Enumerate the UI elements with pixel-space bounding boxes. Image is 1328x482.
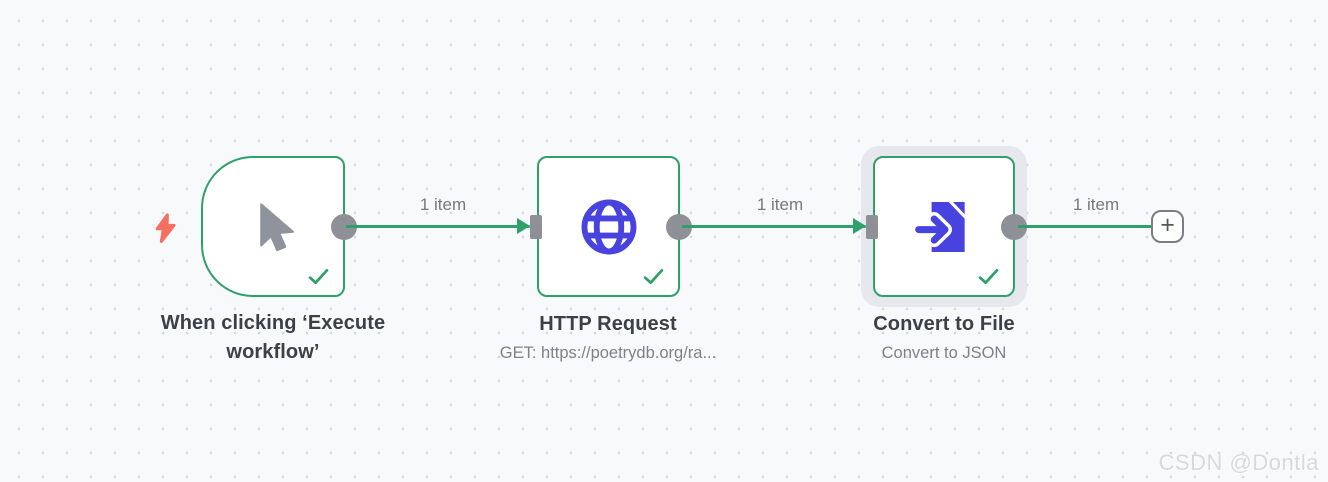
node-caption: When clicking ‘Execute workflow’ <box>138 309 408 368</box>
add-node-button[interactable]: + <box>1151 210 1184 243</box>
connection-items-label: 1 item <box>419 195 467 214</box>
lightning-bolt-icon <box>155 213 176 243</box>
input-port[interactable] <box>530 215 542 239</box>
connection-items-label: 1 item <box>1072 195 1120 214</box>
input-port[interactable] <box>866 215 878 239</box>
connection-wire[interactable] <box>1018 225 1152 228</box>
node-caption: Convert to File Convert to JSON <box>784 310 1104 363</box>
connection-items-label: 1 item <box>756 195 804 214</box>
node-convert-to-file[interactable] <box>873 156 1027 297</box>
globe-icon <box>581 199 636 254</box>
connection-arrowhead-icon <box>853 218 866 234</box>
node-caption: HTTP Request GET: https://poetrydb.org/r… <box>448 310 768 363</box>
node-title: When clicking ‘Execute workflow’ <box>160 312 386 364</box>
watermark: CSDN @Dontla <box>1158 450 1319 475</box>
node-http-request[interactable] <box>537 156 692 297</box>
node-manual-trigger[interactable] <box>201 156 357 297</box>
connection-arrowhead-icon <box>517 218 530 234</box>
node-title: Convert to File <box>873 313 1015 335</box>
success-check-icon <box>978 268 999 285</box>
success-check-icon <box>643 268 664 285</box>
node-subtitle: Convert to JSON <box>881 344 1007 363</box>
connection-wire[interactable] <box>682 225 866 228</box>
file-import-icon <box>913 201 965 252</box>
connection-wire[interactable] <box>346 225 530 228</box>
node-subtitle: GET: https://poetrydb.org/ra... <box>499 344 717 363</box>
node-title: HTTP Request <box>539 313 677 335</box>
cursor-icon <box>260 202 295 251</box>
success-check-icon <box>308 268 329 285</box>
